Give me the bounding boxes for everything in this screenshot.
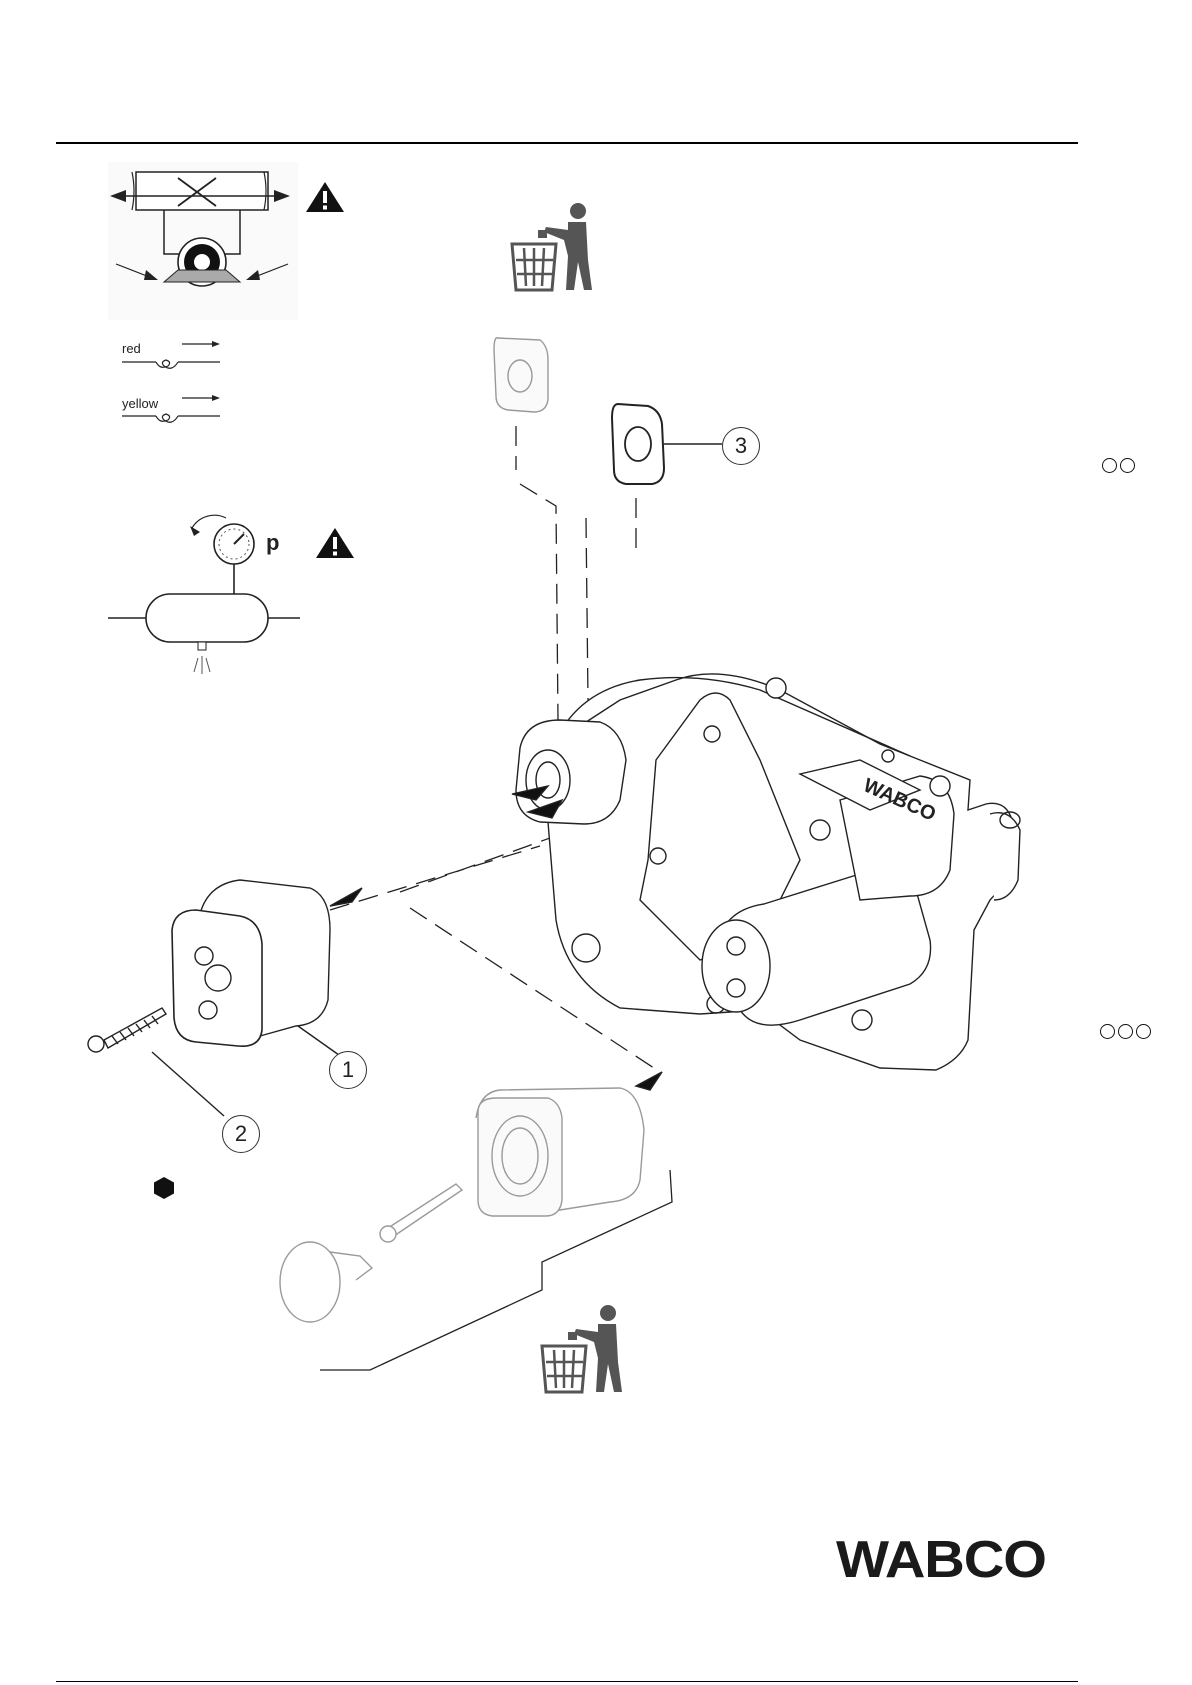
indicator-circle (1118, 1024, 1133, 1039)
seal-old (494, 338, 548, 412)
callout-1: 1 (329, 1051, 367, 1089)
hexagon-icon (152, 1176, 176, 1200)
triple-circle-indicator (1100, 1024, 1154, 1044)
indicator-circle (1100, 1024, 1115, 1039)
callout-2: 2 (222, 1115, 260, 1153)
indicator-circle (1102, 458, 1117, 473)
wabco-logo: WABCO (836, 1530, 1046, 1590)
indicator-circle (1120, 458, 1135, 473)
callout-3: 3 (722, 427, 760, 465)
double-circle-indicator (1102, 458, 1138, 478)
seal-new (612, 404, 664, 484)
indicator-circle (1136, 1024, 1151, 1039)
screw-icon (88, 1008, 166, 1052)
